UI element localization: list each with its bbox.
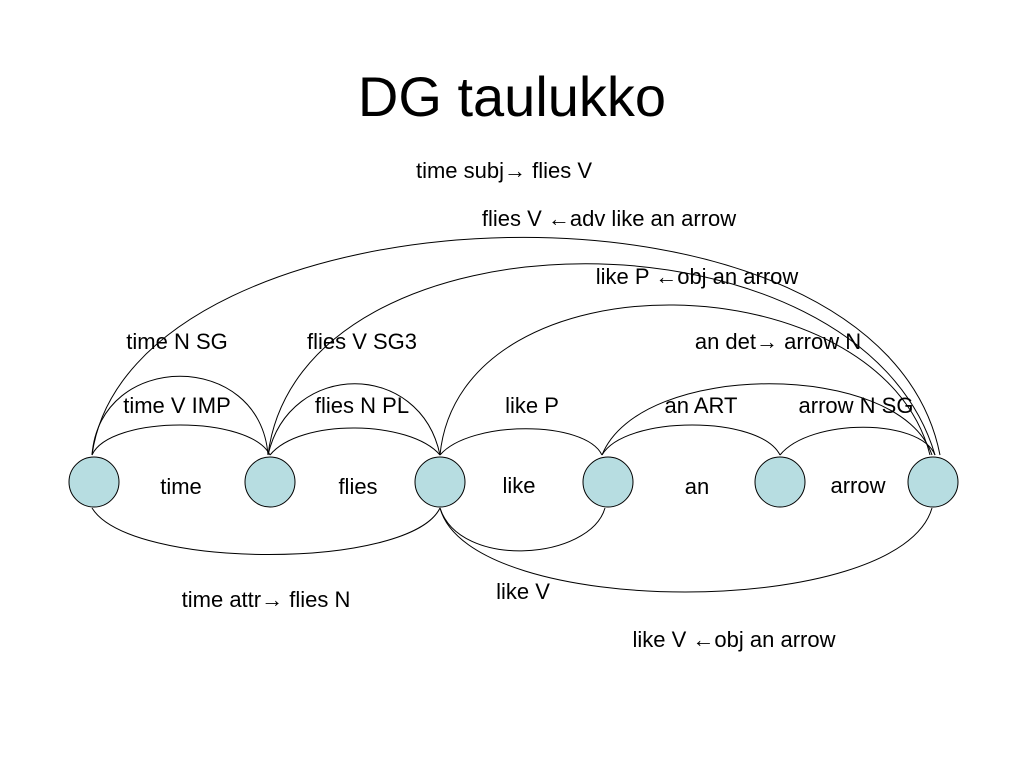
arc-arrow-n-sg [779,426,936,456]
node-time-flies [244,456,296,508]
node-like-an [582,456,634,508]
arc-like-v [439,507,606,552]
arc-like-v-obj [439,507,933,593]
page-title: DG taulukko [357,65,667,128]
label-flies-v-sg3: flies V SG3 [307,329,417,354]
label-time-subj-flies: time subj→ flies V [416,158,592,183]
node-arrow-right [907,456,959,508]
arc-like-p-obj [439,304,931,456]
arc-an-det-arrow [601,383,933,456]
arc-time-subj-flies [91,236,941,456]
label-like-p-obj: like P ←obj an arrow [596,264,799,289]
label-an-det-arrow: an det→ arrow N [695,329,861,354]
word-flies: flies [338,474,377,499]
arc-time-n-sg [91,375,269,456]
arc-flies-adv [267,263,936,456]
label-like-v: like V [496,579,550,604]
label-an-art: an ART [665,393,738,418]
arc-like-p [439,428,603,456]
label-arrow-n-sg: arrow N SG [799,393,914,418]
word-time: time [160,474,202,499]
arc-flies-v-sg3 [267,383,441,456]
arc-an-art [601,424,781,456]
label-flies-n-pl: flies N PL [315,393,409,418]
label-like-v-obj: like V ←obj an arrow [633,627,836,652]
label-time-n-sg: time N SG [126,329,227,354]
label-time-v-imp: time V IMP [123,393,231,418]
word-an: an [685,474,709,499]
node-an-arrow [754,456,806,508]
word-like: like [502,473,535,498]
label-time-attr-flies: time attr→ flies N [182,587,351,612]
word-arrow: arrow [830,473,885,498]
arc-time-attr-flies [91,507,441,555]
label-flies-adv: flies V ←adv like an arrow [482,206,736,231]
label-like-p: like P [505,393,559,418]
node-time-left [68,456,120,508]
node-flies-like [414,456,466,508]
arc-flies-n-pl [269,427,441,456]
arc-time-v-imp [91,424,271,456]
